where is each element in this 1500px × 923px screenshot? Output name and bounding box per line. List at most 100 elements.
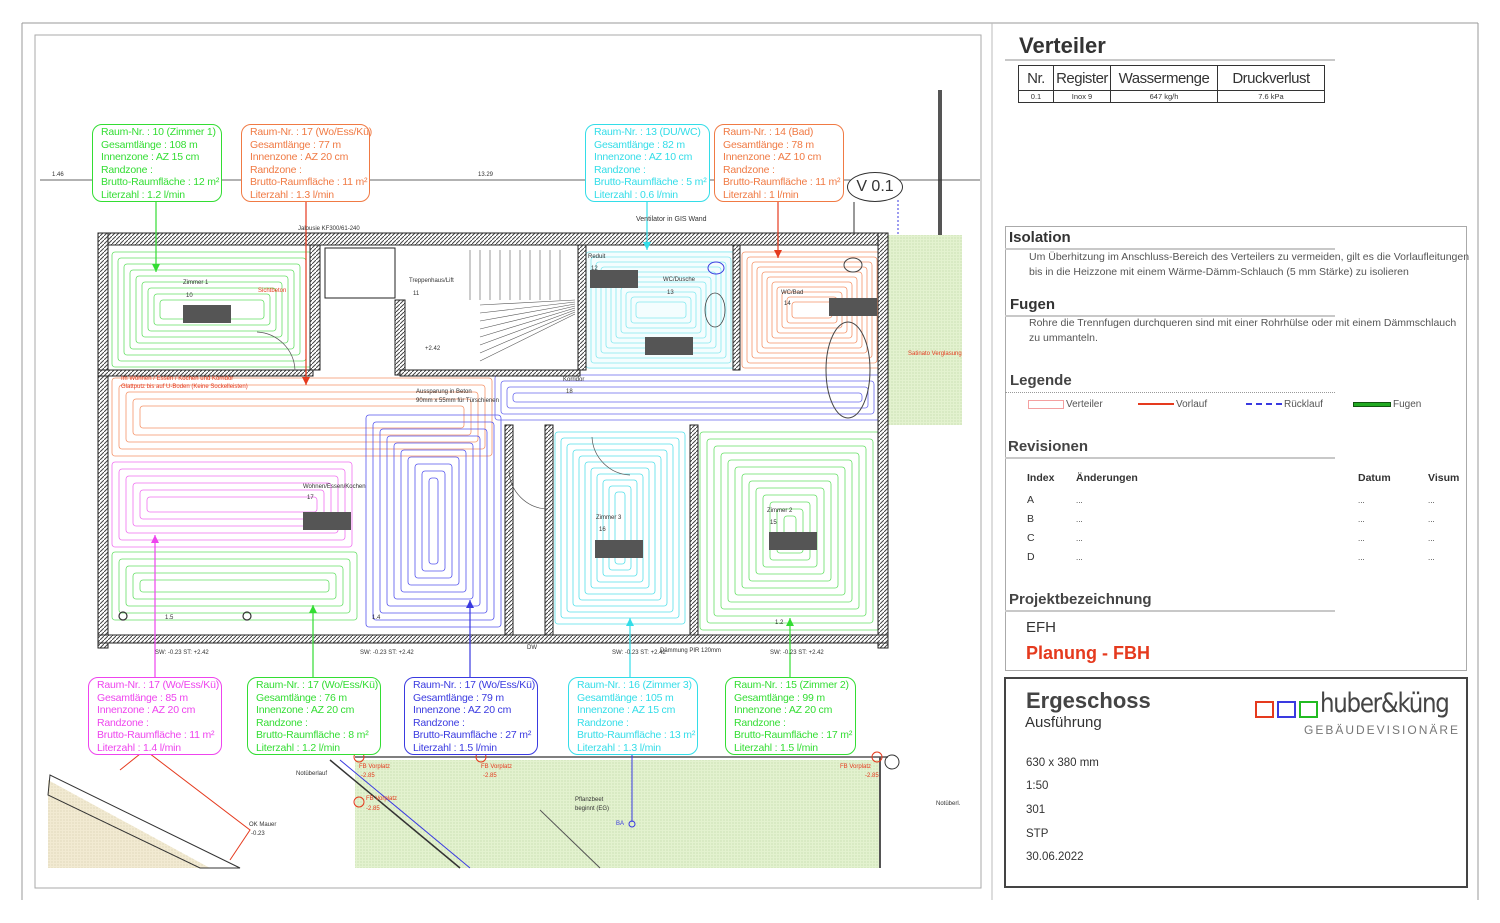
heating-coil-wohnen-magenta — [146, 496, 318, 513]
fb-vorplatz-3: FB Vorplatz — [840, 764, 872, 770]
revision-cell: ... — [1428, 553, 1435, 562]
divider — [1005, 248, 1335, 250]
legend-item-fugen: Fugen — [1353, 399, 1421, 410]
heating-coil-zimmer2 — [748, 480, 832, 582]
legend-item-rücklauf: Rücklauf — [1246, 399, 1323, 410]
paper-format: 630 x 380 mm — [1026, 757, 1099, 769]
room-label-wc-dusche: WC/Dusche — [663, 277, 696, 283]
callout-line: Innenzone : AZ 15 cm — [577, 704, 676, 717]
notueberlauf-note-2: Notüberl. — [936, 801, 961, 807]
wall — [689, 424, 699, 636]
callout-line: Innenzone : AZ 10 cm — [594, 151, 693, 164]
room-number-zimmer1: 10 — [186, 293, 193, 299]
revision-cell: ... — [1358, 534, 1365, 543]
callout-line: Literzahl : 1.4 l/min — [97, 741, 181, 754]
wall — [97, 232, 889, 246]
heating-coil-korridor — [506, 386, 869, 409]
heating-coil-wohnen-green — [125, 565, 344, 607]
heating-coil-wohnen-blue — [393, 442, 474, 600]
heating-coil-wohnen-orange — [132, 398, 472, 436]
fugen-text: zu ummanteln. — [1029, 332, 1098, 344]
revision-cell: ... — [1358, 515, 1365, 524]
revision-cell: A — [1027, 494, 1035, 506]
ok-mauer-note: OK Mauer — [249, 822, 277, 828]
revision-cell: B — [1027, 513, 1035, 525]
heating-circuit-callout: Raum-Nr. : 17 (Wo/Ess/Kü)Gesamtlänge : 7… — [241, 124, 372, 202]
wall — [97, 232, 109, 649]
revision-cell: C — [1027, 532, 1035, 544]
heating-coil-wohnen-orange — [118, 384, 486, 450]
revision-cell: ... — [1358, 553, 1365, 562]
wall — [877, 232, 889, 649]
fugen-text: Rohre die Trennfugen durchqueren sind mi… — [1029, 317, 1457, 329]
heating-coil-wohnen-blue — [386, 435, 481, 607]
divider — [1005, 457, 1335, 459]
company-logo: huber&küng — [1320, 688, 1450, 719]
insulation-note: Dämmung PIR 120mm — [660, 648, 722, 654]
heating-coil-zimmer1 — [147, 287, 277, 332]
door-swing — [508, 470, 548, 510]
heating-coil-wohnen-green — [132, 572, 337, 600]
revision-cell: ... — [1428, 496, 1435, 505]
room-label-wc-bad: WC/Bad — [781, 290, 804, 296]
callout-line: Raum-Nr. : 17 (Wo/Ess/Kü) — [256, 679, 379, 691]
arrow-icon — [302, 377, 310, 385]
dimension-14: 1.4 — [372, 615, 381, 621]
ba-label: BA — [616, 821, 625, 827]
heating-coil-zimmer2 — [727, 459, 853, 603]
callout-line: Gesamtlänge : 82 m — [594, 138, 685, 151]
garden-area — [888, 235, 962, 425]
heating-coil-zimmer2 — [720, 452, 860, 610]
callout-line: Brutto-Raumfläche : 17 m² — [734, 729, 853, 742]
callout-line: Brutto-Raumfläche : 11 m² — [97, 729, 215, 742]
aussparung-note-1: Aussparung in Beton — [416, 389, 472, 395]
grid-marker-icon — [884, 754, 900, 770]
revision-cell: ... — [1358, 496, 1365, 505]
door-swing — [256, 331, 296, 371]
drawing-subtitle: Ausführung — [1025, 714, 1102, 731]
stair-step — [479, 305, 576, 330]
ventilator-note: Ventilator in GIS Wand — [636, 216, 707, 223]
legend-swatch-icon — [1138, 403, 1174, 406]
room-stamp-icon — [595, 540, 643, 558]
heating-coil-zimmer2 — [776, 508, 804, 554]
revision-cell: ... — [1428, 534, 1435, 543]
callout-line: Innenzone : AZ 20 cm — [250, 151, 349, 164]
table-cell: Inox 9 — [1053, 90, 1111, 103]
callout-line: Literzahl : 0.6 l/min — [594, 188, 678, 201]
revision-cell: ... — [1076, 496, 1083, 505]
callout-line: Innenzone : AZ 20 cm — [413, 704, 512, 717]
revision-cell: D — [1027, 551, 1035, 563]
distributor-label: V 0.1 — [847, 172, 903, 202]
heating-circuit-callout: Raum-Nr. : 15 (Zimmer 2)Gesamtlänge : 99… — [725, 677, 856, 755]
heating-coil-zimmer1 — [153, 293, 271, 326]
company-tagline: GEBÄUDEVISIONÄRE — [1304, 723, 1461, 737]
callout-line: Innenzone : AZ 10 cm — [723, 151, 822, 164]
callout-line: Literzahl : 1.2 l/min — [101, 188, 185, 201]
callout-line: Gesamtlänge : 76 m — [256, 691, 347, 704]
sichtbeton-note: Sichtbeton — [258, 288, 287, 294]
callout-line: Brutto-Raumfläche : 13 m² — [577, 729, 696, 742]
callout-line: Literzahl : 1.3 l/min — [577, 741, 661, 754]
isolation-title: Isolation — [1009, 229, 1071, 246]
column-header: Wassermenge — [1110, 65, 1218, 91]
fb-vorplatz-4: FB Vorplatz — [366, 796, 398, 802]
room-number-wohnen: 17 — [307, 495, 314, 501]
elevator-shaft — [324, 247, 396, 299]
callout-line: Brutto-Raumfläche : 27 m² — [413, 729, 532, 742]
arrow-icon — [774, 250, 782, 258]
wall — [97, 634, 889, 644]
level-marker-icon — [353, 796, 365, 808]
heating-coil-wohnen-blue — [407, 456, 460, 586]
fugen-title: Fugen — [1010, 296, 1055, 313]
stair-step — [479, 313, 576, 362]
gravel-area — [48, 780, 210, 868]
table-cell: 0.1 — [1018, 90, 1054, 103]
pflanzbeet-note-1: Pflanzbeet — [575, 797, 604, 803]
callout-line: Raum-Nr. : 15 (Zimmer 2) — [734, 679, 849, 691]
arrow-icon — [626, 618, 634, 626]
heating-coil-dusche — [595, 261, 727, 359]
column-header: Druckverlust — [1217, 65, 1325, 91]
callout-line: Raum-Nr. : 14 (Bad) — [723, 126, 814, 138]
callout-line: Randzone : — [97, 716, 149, 729]
